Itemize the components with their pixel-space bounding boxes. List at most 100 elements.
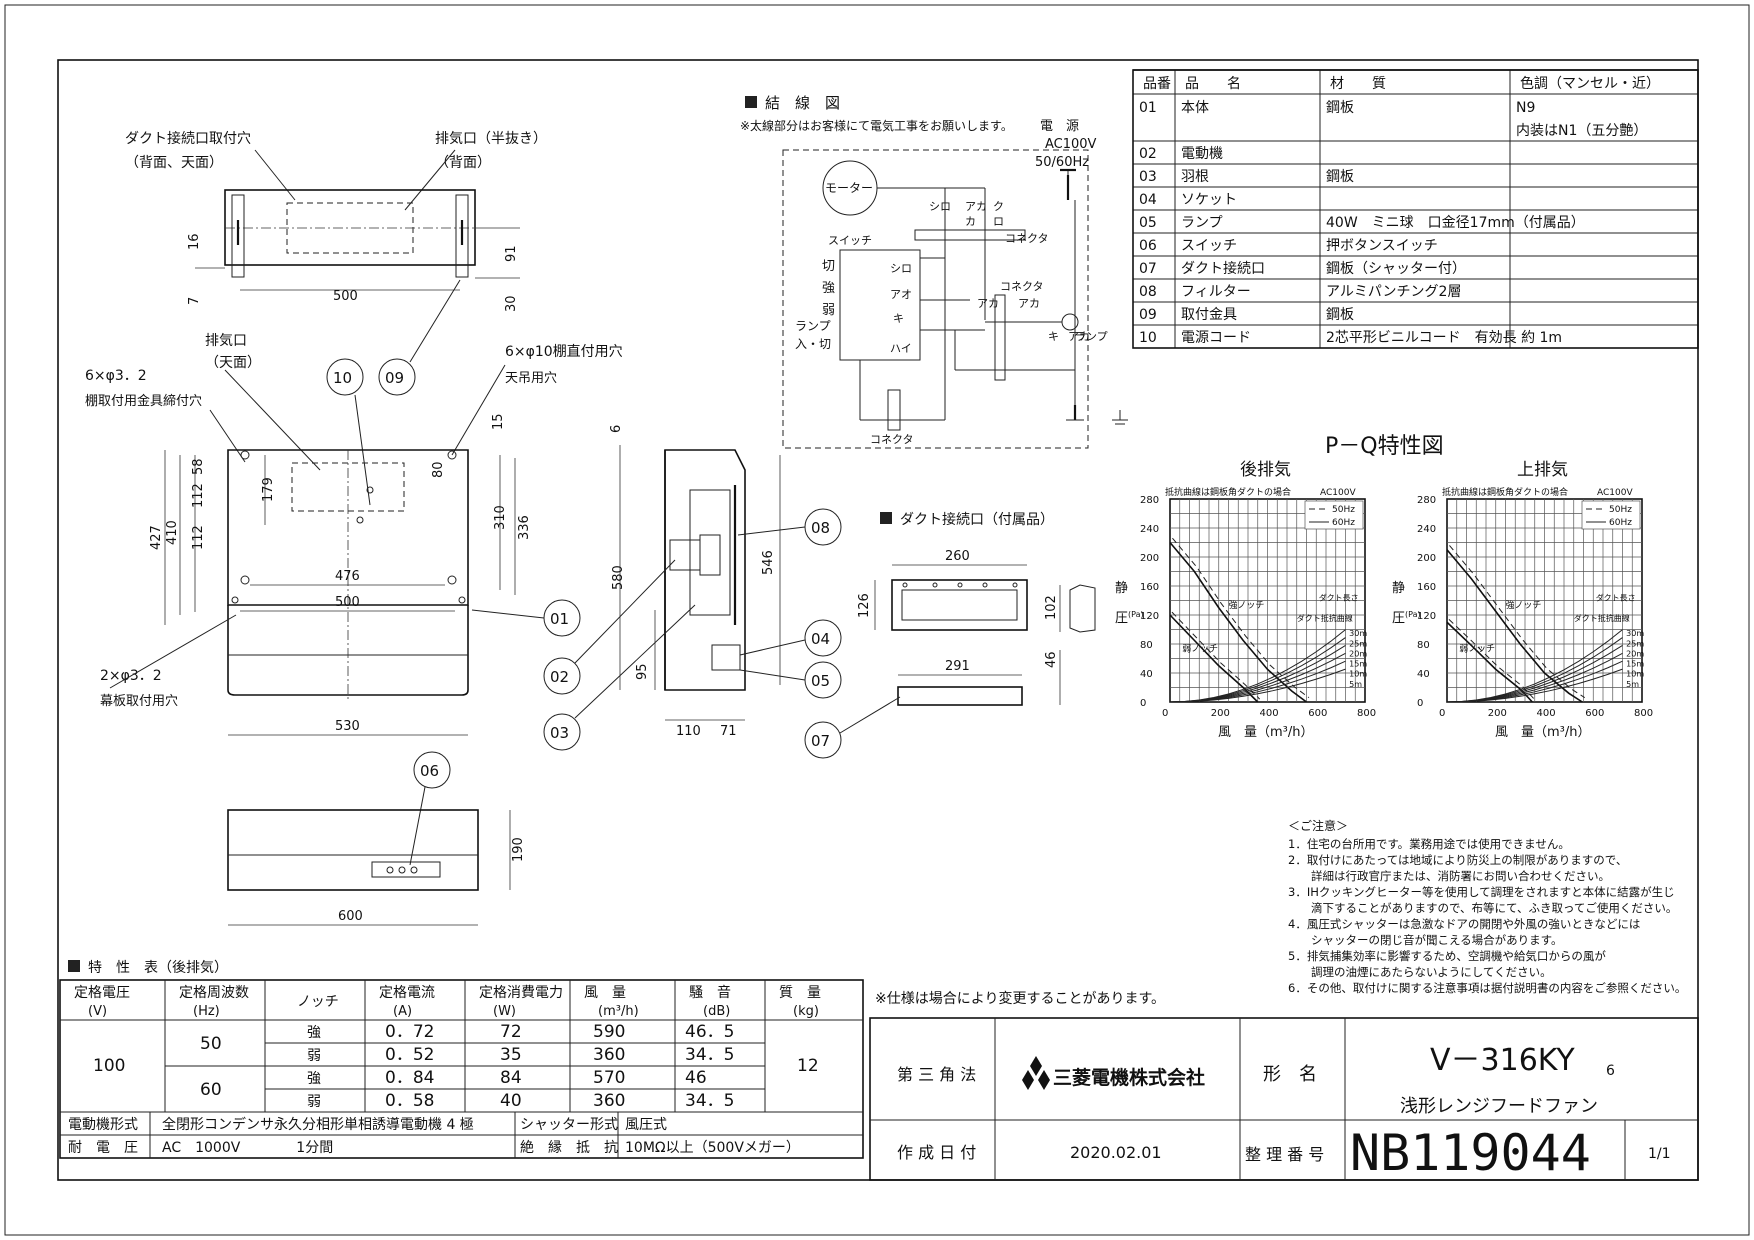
label-6x10-sub: 天吊用穴 [505,371,557,386]
svg-text:336: 336 [517,515,532,540]
pq-subtitle: 後排気 [1240,460,1291,480]
pq-strong-curve [1446,549,1583,703]
svg-text:46: 46 [1044,651,1059,668]
label-exhaust-top: 排気口 [205,333,247,349]
pq-ytick: 120 [1140,611,1159,622]
spec-current: 0．58 [385,1091,434,1111]
pq-strong-label: 強ノッチ [1506,599,1542,611]
note-line: 3．IHクッキングヒーター等を使用して調理をされますと本体に結露が生じ [1288,885,1675,899]
date-label: 作 成 日 付 [897,1143,976,1162]
note-line: 2．取付けにあたっては地域により防災上の制限がありますので、 [1288,853,1627,867]
wiring-diagram: 結 線 図 ※太線部分はお客様にて電気工事をお願いします。 電 源 AC100V… [740,94,1128,449]
note-line: 1．住宅の台所用です。業務用途では使用できません。 [1288,837,1570,851]
parts-cell: 06 [1139,238,1157,254]
pq-xtick: 400 [1537,708,1556,719]
front-view: 排気口 （天面） 6×φ3．2 棚取付用金具締付穴 6×φ10棚直付用穴 天吊用… [85,333,623,736]
parts-cell: 鋼板 [1326,169,1354,185]
callout-05: 05 [739,661,842,699]
pq-duct-length-label: ダクト長さ [1319,593,1359,603]
svg-text:コネクタ: コネクタ [870,433,914,446]
svg-text:モーター: モーター [825,181,873,195]
spec-header: 定格周波数 [179,985,249,1001]
spec-notch: 弱 [307,1048,321,1064]
socket [711,644,741,671]
svg-text:09: 09 [385,369,404,387]
pq-weak-label: 弱ノッチ [1459,643,1495,654]
spec-mass: 12 [797,1056,819,1076]
spec-motor-value: 全閉形コンデンサ永久分相形単相誘導電動機 4 極 [162,1116,474,1133]
svg-text:06: 06 [420,762,439,780]
pq-xtick: 800 [1357,708,1376,719]
dim-30: 30 [504,295,519,312]
pq-ytick: 160 [1417,582,1436,593]
pq-weak-label: 弱ノッチ [1182,643,1218,654]
svg-text:キ: キ [893,312,904,325]
pq-ylabel-unit: (Pa) [1128,610,1144,619]
pq-ytick: 280 [1140,495,1159,506]
parts-cell: 2芯平形ビニルコード 有効長 約 1m [1326,330,1562,346]
parts-cell: 04 [1139,192,1157,208]
power-voltage: AC100V [1045,137,1097,152]
wiring-title-mark [745,96,757,108]
lamp-symbol [1061,313,1079,331]
pq-resist-label: ダクト抵抗曲線 [1297,613,1353,623]
parts-cell: スイッチ [1181,238,1237,254]
callout-02: 02 [543,559,676,695]
spec-header: 定格消費電力 [479,985,563,1001]
spec-current: 0．52 [385,1045,434,1065]
parts-cell: 03 [1139,169,1157,185]
pq-ylabel: 静 [1115,581,1128,596]
spec-header: 質 量 [779,985,821,1001]
parts-cell: 09 [1139,307,1157,323]
label-duct-hole-sub: （背面、天面） [125,155,223,171]
pq-ytick: 160 [1140,582,1159,593]
wiring-title: 結 線 図 [765,94,840,112]
pq-length-label: 20m [1349,649,1367,658]
parts-cell: N9 [1516,100,1535,116]
parts-header-cell: 材 質 [1330,76,1386,92]
svg-text:71: 71 [720,724,737,739]
spec-current: 0．84 [385,1068,434,1088]
svg-text:ハイ: ハイ [890,342,912,355]
pq-xlabel: 風 量（m³/h） [1495,725,1591,740]
callout-08: 08 [737,508,842,546]
svg-text:シロ: シロ [929,200,951,213]
spec-notch: 強 [307,1071,321,1087]
svg-text:コネクタ: コネクタ [1005,232,1049,245]
spec-noise: 34．5 [685,1045,734,1065]
spec-header: 定格電圧 [74,985,130,1001]
pq-xtick: 0 [1162,708,1168,719]
svg-text:弱: 弱 [822,303,835,318]
svg-text:110: 110 [676,724,701,739]
svg-text:入・切: 入・切 [795,337,831,351]
page-number: 1/1 [1648,1146,1671,1162]
spec-noise: 34．5 [685,1091,734,1111]
pq-note: 抵抗曲線は鋼板角ダクトの場合 [1442,486,1568,498]
pq-xtick: 200 [1211,708,1230,719]
pq-weak-curve [1446,621,1533,703]
svg-text:04: 04 [811,630,830,648]
notes-title: ＜ご注意＞ [1288,818,1348,833]
note-line: 滴下することがありますので、布等にて、ふき取ってご使用ください。 [1288,901,1677,915]
pq-xtick: 600 [1308,708,1327,719]
parts-cell: 取付金具 [1181,307,1237,323]
svg-text:546: 546 [761,550,776,575]
parts-cell: 08 [1139,284,1157,300]
wiring-note: ※太線部分はお客様にて電気工事をお願いします。 [740,118,1013,133]
spec-airflow: 360 [593,1045,625,1065]
callout-01: 01 [471,599,581,637]
spec-airflow: 590 [593,1022,625,1042]
connector-1 [914,229,1026,241]
pq-ytick: 200 [1417,553,1436,564]
spec-header: ノッチ [297,994,339,1010]
pq-subtitle: 上排気 [1517,460,1568,480]
svg-text:410: 410 [165,520,180,545]
svg-text:10: 10 [333,369,352,387]
projection-label: 第 三 角 法 [897,1065,976,1084]
spec-current: 0．72 [385,1022,434,1042]
spec-watt: 35 [500,1045,522,1065]
spec-hz: 50 [200,1034,222,1054]
svg-text:112: 112 [191,525,206,550]
spec-header-unit: (kg) [793,1004,819,1019]
